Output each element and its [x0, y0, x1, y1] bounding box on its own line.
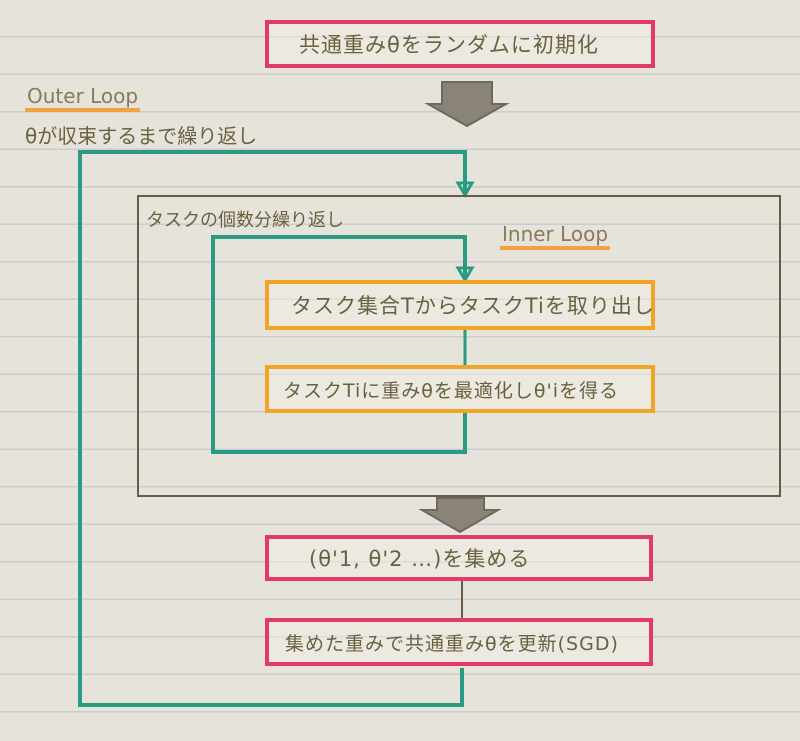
- task-loop-frame: [137, 195, 781, 497]
- down-arrow-icon: [418, 497, 502, 534]
- update-box: 集めた重みで共通重みθを更新(SGD): [265, 618, 653, 666]
- init-weights-box: 共通重みθをランダムに初期化: [265, 20, 655, 68]
- collect-text: (θ'1, θ'2 …)を集める: [309, 547, 531, 571]
- init-weights-text: 共通重みθをランダムに初期化: [299, 33, 599, 57]
- collect-box: (θ'1, θ'2 …)を集める: [265, 535, 653, 581]
- task-loop-label: タスクの個数分繰り返し: [146, 210, 344, 231]
- sample-task-text: タスク集合TからタスクTiを取り出し: [291, 294, 655, 318]
- outer-loop-line: [78, 150, 467, 707]
- outer-loop-arrowhead-icon: [455, 181, 475, 198]
- outer-loop-label: Outer Loop: [25, 84, 141, 112]
- down-arrow-icon: [424, 81, 510, 128]
- update-text: 集めた重みで共通重みθを更新(SGD): [285, 632, 619, 655]
- inner-loop-line: [211, 235, 467, 454]
- inner-loop-label: Inner Loop: [500, 222, 611, 250]
- optimize-text: タスクTiに重みθを最適化しθ'iを得る: [283, 379, 620, 402]
- optimize-box: タスクTiに重みθを最適化しθ'iを得る: [265, 365, 655, 413]
- outer-loop-condition: θが収束するまで繰り返し: [25, 124, 258, 148]
- inner-loop-arrowhead-icon: [455, 266, 475, 283]
- sample-task-box: タスク集合TからタスクTiを取り出し: [265, 280, 655, 330]
